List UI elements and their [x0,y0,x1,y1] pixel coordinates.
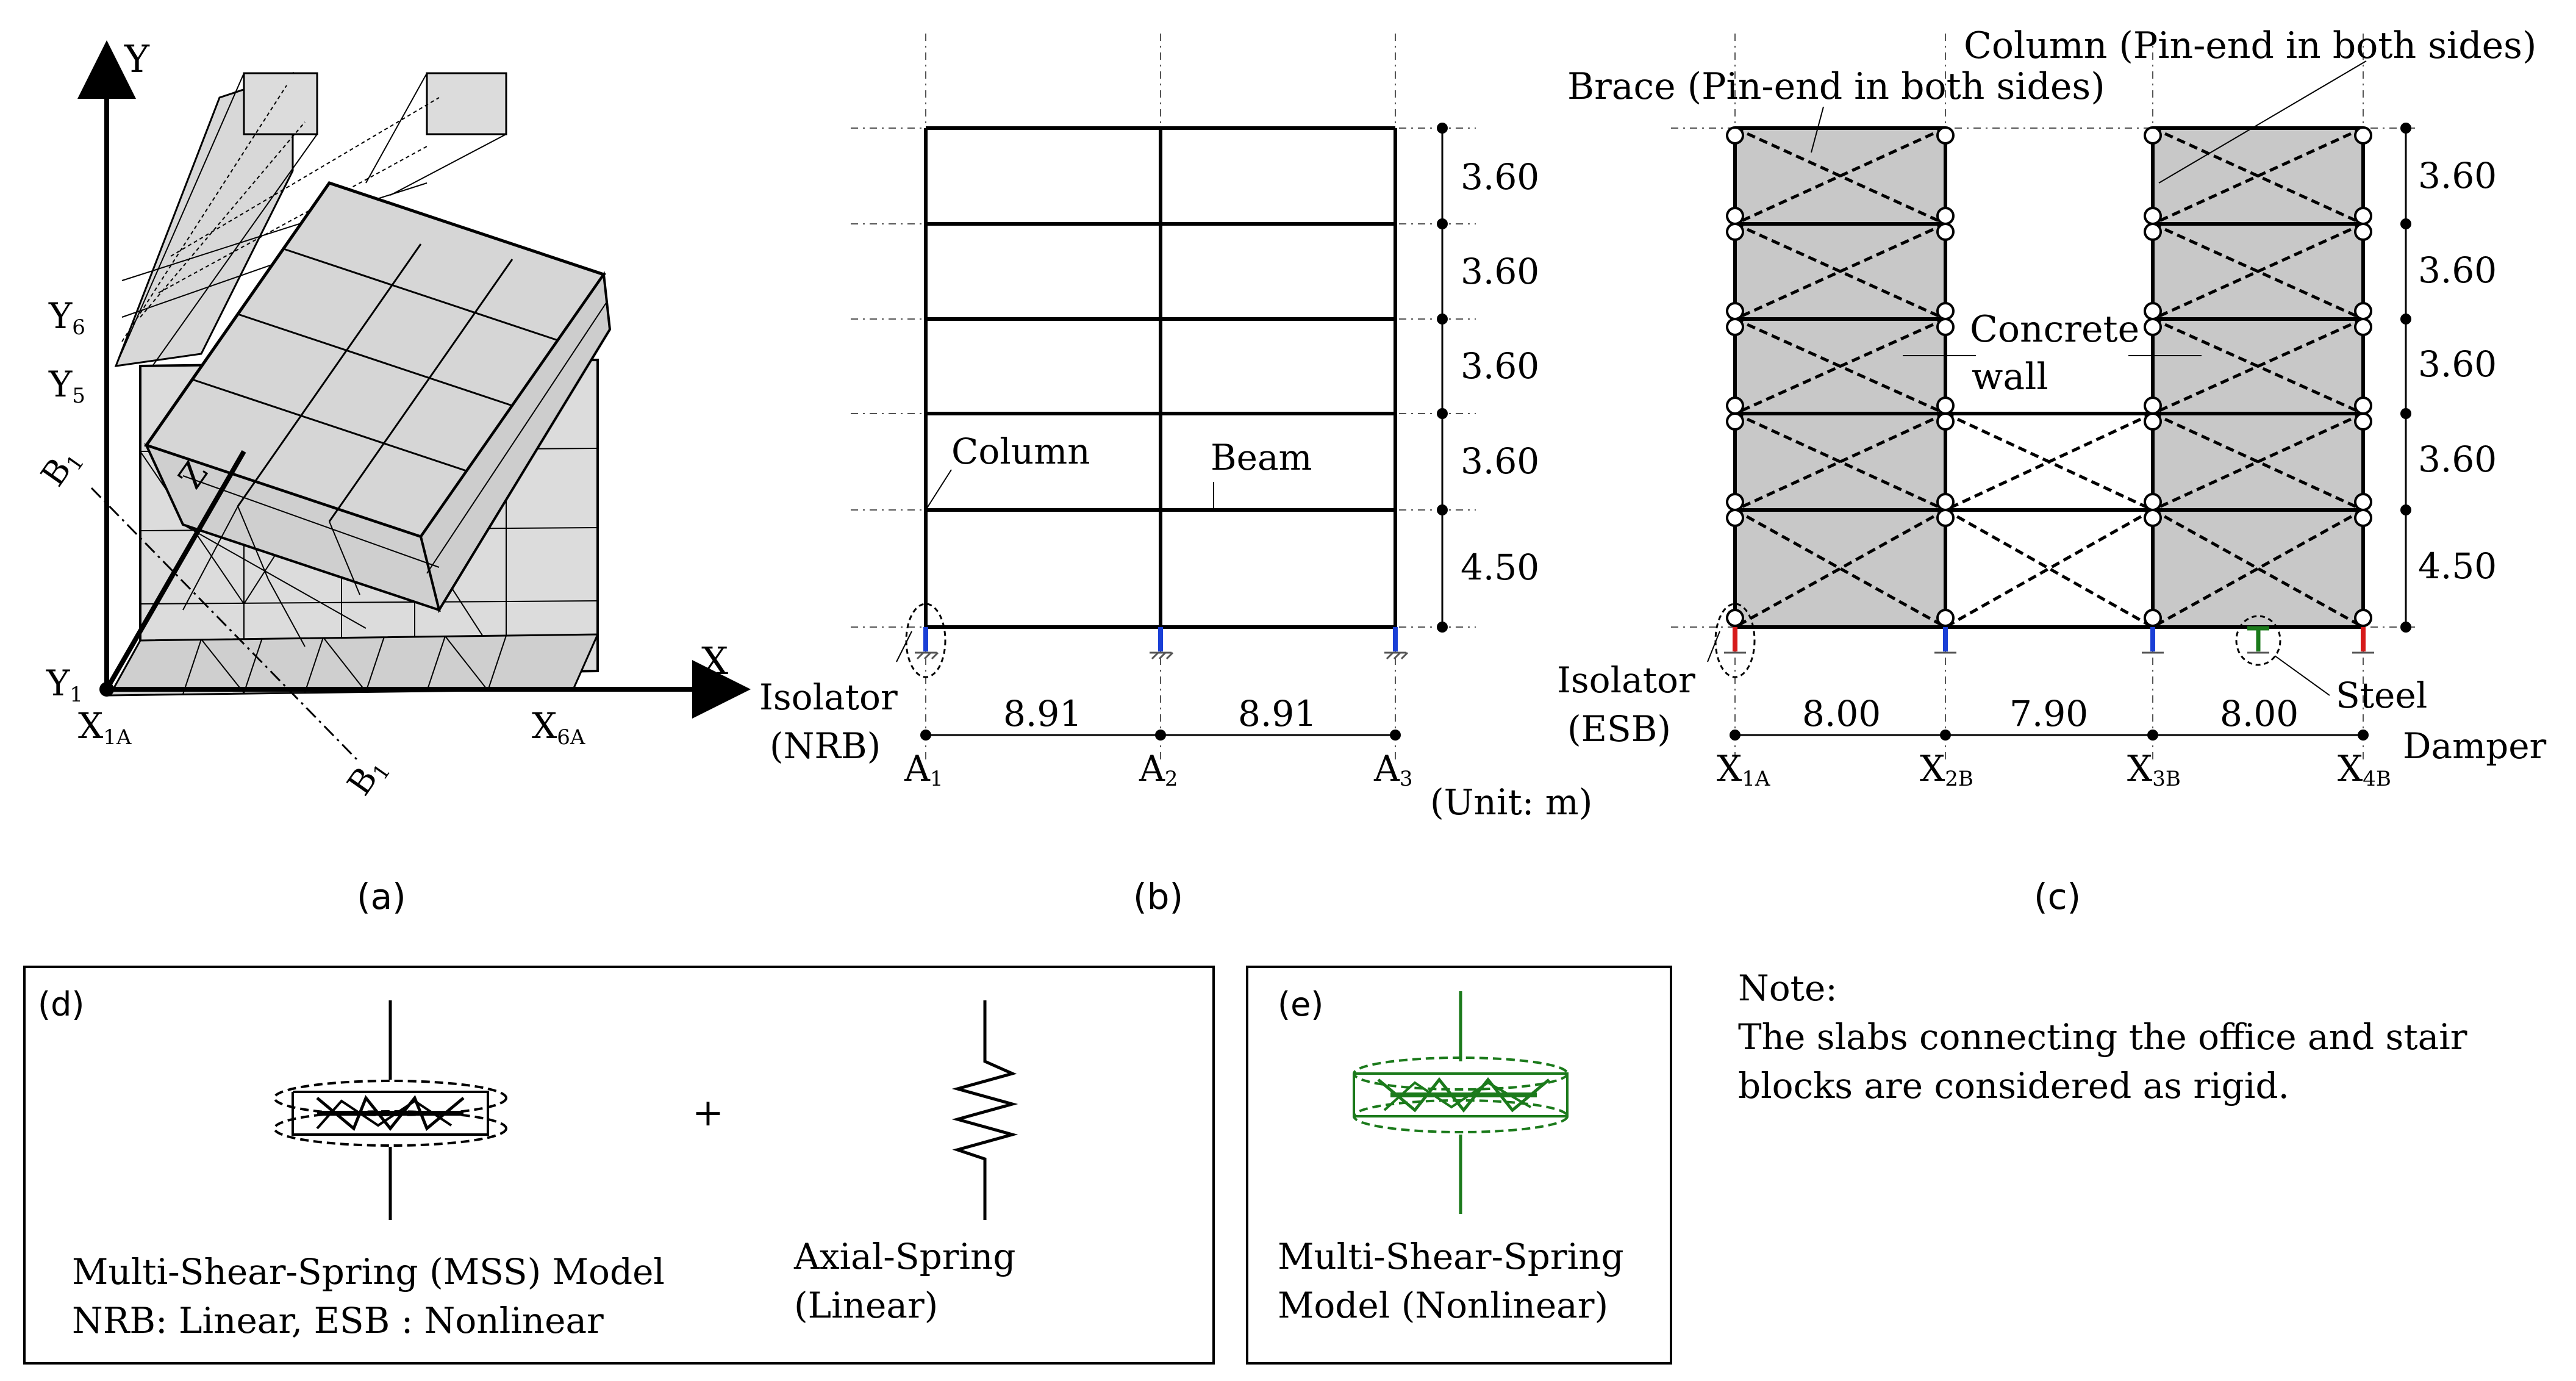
c-bay-width-2: 7.90 [2009,693,2088,734]
origin-point [99,682,114,697]
axial-spring-label-line1: Axial-Spring [793,1236,1016,1277]
story-height-5: 3.60 [1461,156,1539,198]
c-bay-width-1: 8.00 [1802,693,1881,734]
story-height-1: 4.50 [1461,547,1539,588]
c-story-height-2: 3.60 [2418,439,2497,480]
isolator-highlight-circle [905,603,946,678]
steel-damper-label-line1: Steel [2336,675,2427,716]
y1-label: Y1 [46,662,83,707]
c-story-height-3: 3.60 [2418,343,2497,385]
panel-b-frame: 3.60 3.60 3.60 3.60 4.50 8.91 8.91 Colum… [759,34,1592,917]
axis-x3b-label: X3B [2127,748,2181,791]
y5-label: Y5 [48,364,85,408]
c-bay-width-3: 8.00 [2220,693,2299,734]
damper-model-label-line2: Model (Nonlinear) [1278,1285,1608,1326]
panel-e-label: (e) [1278,985,1323,1024]
axis-a1-label: A1 [904,748,943,791]
panel-b-label: (b) [1133,876,1183,917]
note-title: Note: [1738,967,1837,1009]
b1-top-label: B1 [34,440,90,495]
steel-damper [2247,626,2269,651]
c-story-height-5: 3.60 [2418,155,2497,196]
note-line2: blocks are considered as rigid. [1738,1065,2289,1107]
story-height-4: 3.60 [1461,251,1539,292]
mss-model-icon [273,1000,507,1220]
note-block: Note: The slabs connecting the office an… [1738,967,2467,1107]
steel-damper-label-line2: Damper [2403,725,2547,767]
beam-label: Beam [1211,437,1312,478]
axis-x2b-label: X2B [1920,748,1973,791]
panel-a-3d-model: Y X Z Y6 Y5 Y1 B1 B1 X1A X6A (a) [34,37,751,917]
note-line1: The slabs connecting the office and stai… [1738,1016,2467,1058]
concrete-wall-left [1733,126,1947,629]
y6-label: Y6 [48,295,85,340]
b1-bottom-label: B1 [340,750,396,805]
section-line-b1 [90,487,361,764]
axial-spring-label-line2: (Linear) [794,1285,938,1326]
panel-c-wall-frame: 3.60 3.60 3.60 3.60 4.50 8.00 7.90 8.00 … [1557,24,2547,917]
panel-e-damper-model: (e) Multi-Shear-Spring Model (Nonlinear) [1246,966,1672,1365]
panel-e-frame [1246,966,1672,1365]
damper-highlight-circle [2235,615,2281,666]
concrete-wall-label-line1: Concrete [1970,308,2139,351]
column-label: Column [951,431,1090,472]
panel-d-label: (d) [38,985,84,1024]
x6a-label: X6A [532,705,585,750]
axis-x1a-label: X1A [1717,748,1770,791]
panel-a-label: (a) [357,876,406,917]
plus-sign: + [692,1090,724,1135]
concrete-wall-right [2151,126,2365,629]
concrete-wall-label-line2: wall [1972,356,2048,398]
bay-width-1: 8.91 [1003,693,1082,734]
axis-x4b-label: X4B [2338,748,2391,791]
isolator-esb-label-line1: Isolator [1557,659,1695,701]
story-height-3: 3.60 [1461,345,1539,387]
brace-pin-note: Brace (Pin-end in both sides) [1567,65,2105,108]
isolator-nrb-label-line1: Isolator [759,676,898,718]
bay-width-2: 8.91 [1238,693,1317,734]
story-height-2: 3.60 [1461,440,1539,482]
isolator-esb-label-line2: (ESB) [1567,708,1671,750]
axis-a3-label: A3 [1373,748,1413,791]
axis-a2-label: A2 [1139,748,1178,791]
damper-model-label-line1: Multi-Shear-Spring [1278,1236,1624,1277]
isolator-nrb-label-line2: (NRB) [770,725,881,767]
axis-y-label: Y [124,37,150,81]
x1a-label: X1A [78,705,132,750]
z-axis [104,450,246,690]
axis-x-label: X [701,639,728,683]
mss-model-label-line1: Multi-Shear-Spring (MSS) Model [72,1251,665,1293]
column-pin-note: Column (Pin-end in both sides) [1964,24,2536,67]
c-story-height-4: 3.60 [2418,249,2497,291]
panel-d-frame [23,966,1215,1365]
damper-mss-icon [1353,991,1569,1214]
c-story-height-1: 4.50 [2418,545,2497,587]
unit-note: (Unit: m) [1430,781,1592,823]
panel-d-spring-models: (d) + Multi-Shear-Spring (MSS) Model NRB… [23,966,1215,1365]
panel-c-label: (c) [2034,876,2081,917]
axial-spring-icon [951,1000,1018,1220]
mss-model-label-line2: NRB: Linear, ESB : Nonlinear [72,1300,604,1341]
